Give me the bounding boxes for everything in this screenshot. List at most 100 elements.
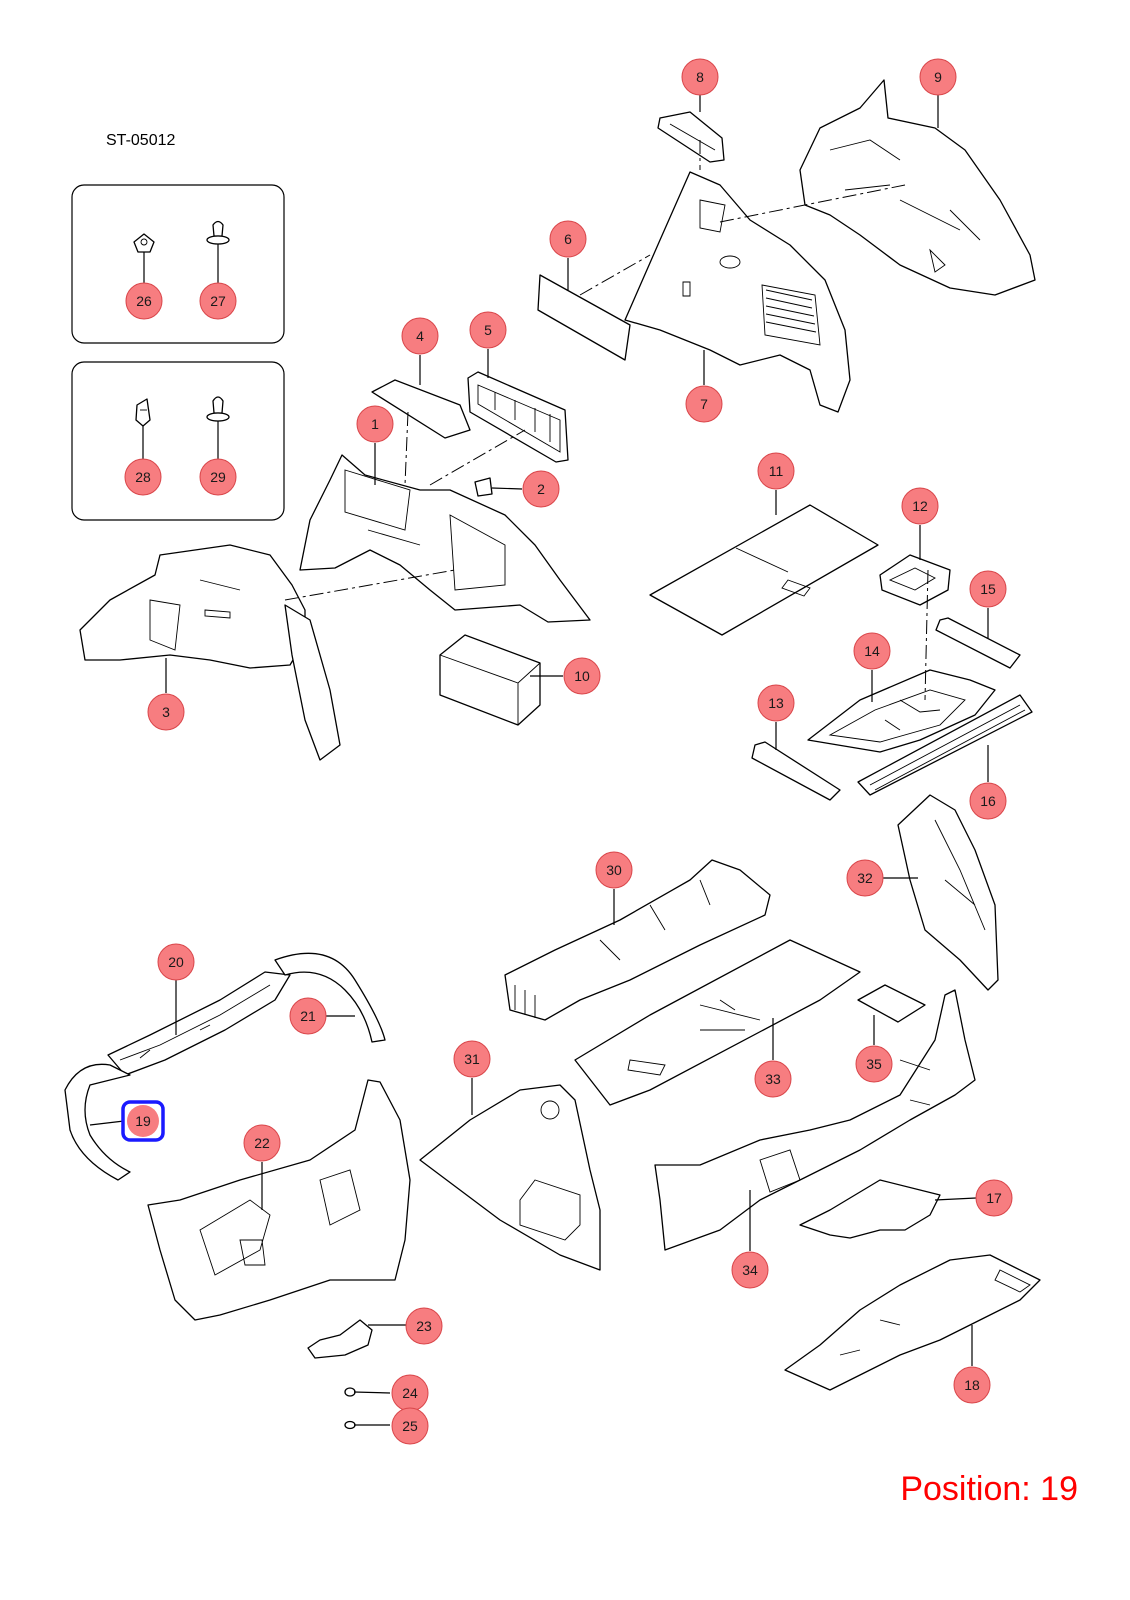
svg-text:29: 29 bbox=[210, 469, 226, 485]
svg-text:18: 18 bbox=[964, 1377, 980, 1393]
part-34-insulator[interactable] bbox=[654, 989, 976, 1251]
callout-12[interactable]: 12 bbox=[901, 487, 939, 525]
callout-5[interactable]: 5 bbox=[469, 311, 507, 349]
leader-lines bbox=[89, 95, 989, 1426]
part-1-quarter-trim[interactable] bbox=[299, 454, 591, 623]
svg-text:3: 3 bbox=[162, 704, 170, 720]
part-31-tire-cover[interactable] bbox=[419, 1084, 601, 1271]
svg-text:7: 7 bbox=[700, 396, 708, 412]
callout-23[interactable]: 23 bbox=[405, 1307, 443, 1345]
callout-21[interactable]: 21 bbox=[289, 997, 327, 1035]
callout-27[interactable]: 27 bbox=[199, 282, 237, 320]
part-8-trim-cover[interactable] bbox=[657, 111, 725, 163]
part-21-arc-trim[interactable] bbox=[274, 952, 386, 1043]
callout-18[interactable]: 18 bbox=[953, 1366, 991, 1404]
callout-15[interactable]: 15 bbox=[969, 570, 1007, 608]
part-24-fastener[interactable] bbox=[344, 1387, 356, 1397]
part-33-floor-mat[interactable] bbox=[574, 939, 861, 1106]
part-13-strip[interactable] bbox=[751, 741, 841, 801]
position-label: Position: 19 bbox=[900, 1470, 1078, 1508]
part-27-pin[interactable] bbox=[206, 220, 230, 245]
part-7-side-trim[interactable] bbox=[624, 171, 851, 413]
svg-text:14: 14 bbox=[864, 643, 880, 659]
part-3-wheelhouse-trim[interactable] bbox=[79, 544, 341, 761]
svg-text:24: 24 bbox=[402, 1385, 418, 1401]
callout-19-selected[interactable]: 19 bbox=[127, 1105, 159, 1137]
callout-28[interactable]: 28 bbox=[124, 458, 162, 496]
svg-text:25: 25 bbox=[402, 1418, 418, 1434]
svg-text:16: 16 bbox=[980, 793, 996, 809]
callout-29[interactable]: 29 bbox=[199, 458, 237, 496]
part-23-handle[interactable] bbox=[307, 1319, 373, 1359]
svg-text:26: 26 bbox=[136, 293, 152, 309]
callout-32[interactable]: 32 bbox=[846, 859, 884, 897]
part-14-tray[interactable] bbox=[807, 669, 996, 753]
part-6-panel[interactable] bbox=[537, 274, 631, 361]
callout-26[interactable]: 26 bbox=[125, 282, 163, 320]
diagram-code: ST-05012 bbox=[106, 132, 176, 149]
part-17-insulator[interactable] bbox=[799, 1179, 941, 1239]
svg-text:2: 2 bbox=[537, 481, 545, 497]
svg-text:19: 19 bbox=[135, 1113, 151, 1129]
part-18-bottom-insulator[interactable] bbox=[784, 1254, 1041, 1391]
assembly-lines bbox=[284, 140, 929, 701]
part-4-upper-trim[interactable] bbox=[371, 379, 471, 439]
svg-text:6: 6 bbox=[564, 231, 572, 247]
callout-11[interactable]: 11 bbox=[757, 452, 795, 490]
part-29-pin[interactable] bbox=[206, 396, 230, 422]
selection-frame bbox=[121, 1100, 165, 1142]
callout-16[interactable]: 16 bbox=[969, 782, 1007, 820]
callout-1[interactable]: 1 bbox=[356, 405, 394, 443]
part-5-grille[interactable] bbox=[467, 371, 569, 463]
callout-3[interactable]: 3 bbox=[147, 693, 185, 731]
callout-33[interactable]: 33 bbox=[754, 1060, 792, 1098]
part-20-tailgate-trim[interactable] bbox=[107, 971, 291, 1076]
callout-17[interactable]: 17 bbox=[975, 1179, 1013, 1217]
part-16-sill-plate[interactable] bbox=[857, 694, 1033, 796]
callout-22[interactable]: 22 bbox=[243, 1124, 281, 1162]
part-15-strip[interactable] bbox=[935, 617, 1021, 669]
part-12-bracket[interactable] bbox=[879, 554, 951, 606]
part-25-fastener[interactable] bbox=[344, 1420, 356, 1430]
callout-2[interactable]: 2 bbox=[522, 470, 560, 508]
callout-30[interactable]: 30 bbox=[595, 851, 633, 889]
callout-14[interactable]: 14 bbox=[853, 632, 891, 670]
svg-text:9: 9 bbox=[934, 69, 942, 85]
svg-text:35: 35 bbox=[866, 1056, 882, 1072]
svg-text:22: 22 bbox=[254, 1135, 270, 1151]
callout-7[interactable]: 7 bbox=[685, 385, 723, 423]
svg-text:17: 17 bbox=[986, 1190, 1002, 1206]
svg-text:28: 28 bbox=[135, 469, 151, 485]
svg-text:11: 11 bbox=[769, 463, 784, 479]
callout-10[interactable]: 10 bbox=[563, 657, 601, 695]
callout-34[interactable]: 34 bbox=[731, 1251, 769, 1289]
callout-31[interactable]: 31 bbox=[453, 1040, 491, 1078]
callout-24[interactable]: 24 bbox=[391, 1374, 429, 1412]
callout-9[interactable]: 9 bbox=[919, 58, 957, 96]
callout-20[interactable]: 20 bbox=[157, 943, 195, 981]
svg-text:10: 10 bbox=[574, 668, 590, 684]
part-9-wheelhouse-panel[interactable] bbox=[799, 79, 1036, 296]
svg-text:4: 4 bbox=[416, 328, 424, 344]
callout-25[interactable]: 25 bbox=[391, 1407, 429, 1445]
svg-text:13: 13 bbox=[768, 695, 784, 711]
svg-text:12: 12 bbox=[912, 498, 928, 514]
callout-8[interactable]: 8 bbox=[681, 58, 719, 96]
part-35-pad[interactable] bbox=[857, 984, 926, 1023]
part-11-floor-board[interactable] bbox=[649, 504, 879, 636]
part-28-clip[interactable] bbox=[135, 398, 151, 427]
svg-text:34: 34 bbox=[742, 1262, 758, 1278]
callout-6[interactable]: 6 bbox=[549, 220, 587, 258]
part-26-clip[interactable] bbox=[133, 233, 155, 253]
callout-13[interactable]: 13 bbox=[757, 684, 795, 722]
part-30-shelf-support[interactable] bbox=[504, 859, 771, 1021]
part-22-tailgate-inner-trim[interactable] bbox=[147, 1079, 411, 1321]
callout-35[interactable]: 35 bbox=[855, 1045, 893, 1083]
callout-4[interactable]: 4 bbox=[401, 317, 439, 355]
part-19-side-trim[interactable] bbox=[64, 1063, 131, 1181]
part-10-foam-block[interactable] bbox=[439, 634, 541, 726]
svg-text:5: 5 bbox=[484, 322, 492, 338]
part-32-side-panel[interactable] bbox=[897, 794, 999, 991]
part-2-clip[interactable] bbox=[474, 477, 493, 497]
